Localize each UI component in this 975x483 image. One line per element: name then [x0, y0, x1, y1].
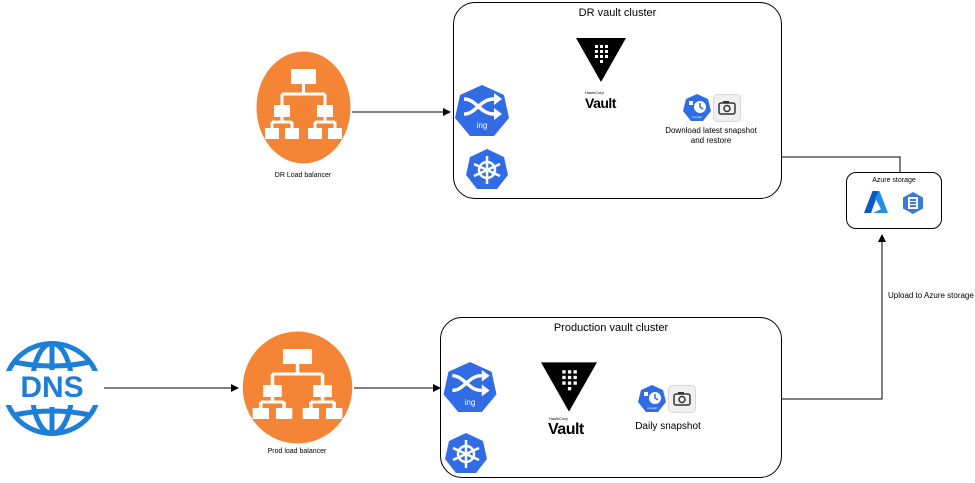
- dr-ingress-node: ing: [454, 84, 510, 137]
- dns-node: DNS: [0, 340, 104, 437]
- dr-vault-cluster: DR vault cluster: [453, 2, 782, 199]
- dr-vault-node: HashiCorp Vault: [574, 38, 628, 118]
- vault-logo-icon: [541, 362, 597, 412]
- prod-ingress-label: ing: [464, 398, 476, 407]
- production-vault-cluster: Production vault cluster: [440, 317, 782, 478]
- dr-vault-brand: HashiCorp: [585, 90, 604, 95]
- prod-cronjob-node: cronjob: [638, 385, 666, 413]
- azure-logo-icon: [864, 191, 888, 213]
- prod-load-balancer-label: Prod load balancer: [267, 448, 327, 455]
- upload-to-azure-caption: Upload to Azure storage: [888, 291, 974, 300]
- prod-cronjob-label: cronjob: [647, 406, 657, 410]
- dns-globe-icon: [0, 341, 104, 436]
- dr-cluster-title: DR vault cluster: [578, 7, 657, 19]
- cronjob-icon: [638, 385, 666, 412]
- prod-cluster-title: Production vault cluster: [553, 322, 669, 334]
- dr-ingress-label: ing: [476, 121, 488, 130]
- azure-blob-storage-icon: [903, 192, 923, 214]
- kubernetes-icon: [466, 149, 508, 189]
- ingress-icon: [455, 85, 509, 136]
- prod-load-balancer-icon: [242, 331, 353, 444]
- dr-cronjob-label: cronjob: [692, 115, 702, 119]
- prod-vault-name: Vault: [548, 421, 584, 438]
- dns-label: DNS: [20, 371, 84, 404]
- dr-cronjob-node: cronjob: [683, 94, 711, 122]
- snapshot-camera-icon: [713, 94, 741, 122]
- ingress-icon: [443, 361, 497, 413]
- vault-logo-icon: [576, 38, 626, 82]
- snapshot-camera-icon: [668, 385, 696, 413]
- kubernetes-icon: [445, 433, 487, 473]
- dr-vault-name: Vault: [585, 95, 616, 111]
- dr-load-balancer-icon: [256, 51, 351, 164]
- prod-vault-node: HashiCorp Vault: [538, 362, 602, 442]
- dr-restore-caption: Download latest snapshot and restore: [665, 126, 757, 145]
- dr-load-balancer-label: DR Load balancer: [274, 172, 332, 179]
- azure-storage-title: Azure storage: [872, 177, 916, 184]
- azure-storage-box: Azure storage: [846, 172, 942, 229]
- prod-snapshot-caption: Daily snapshot: [635, 421, 701, 432]
- prod-vault-brand: HashiCorp: [549, 416, 568, 421]
- cronjob-icon: [683, 94, 711, 121]
- prod-ingress-node: ing: [442, 361, 498, 413]
